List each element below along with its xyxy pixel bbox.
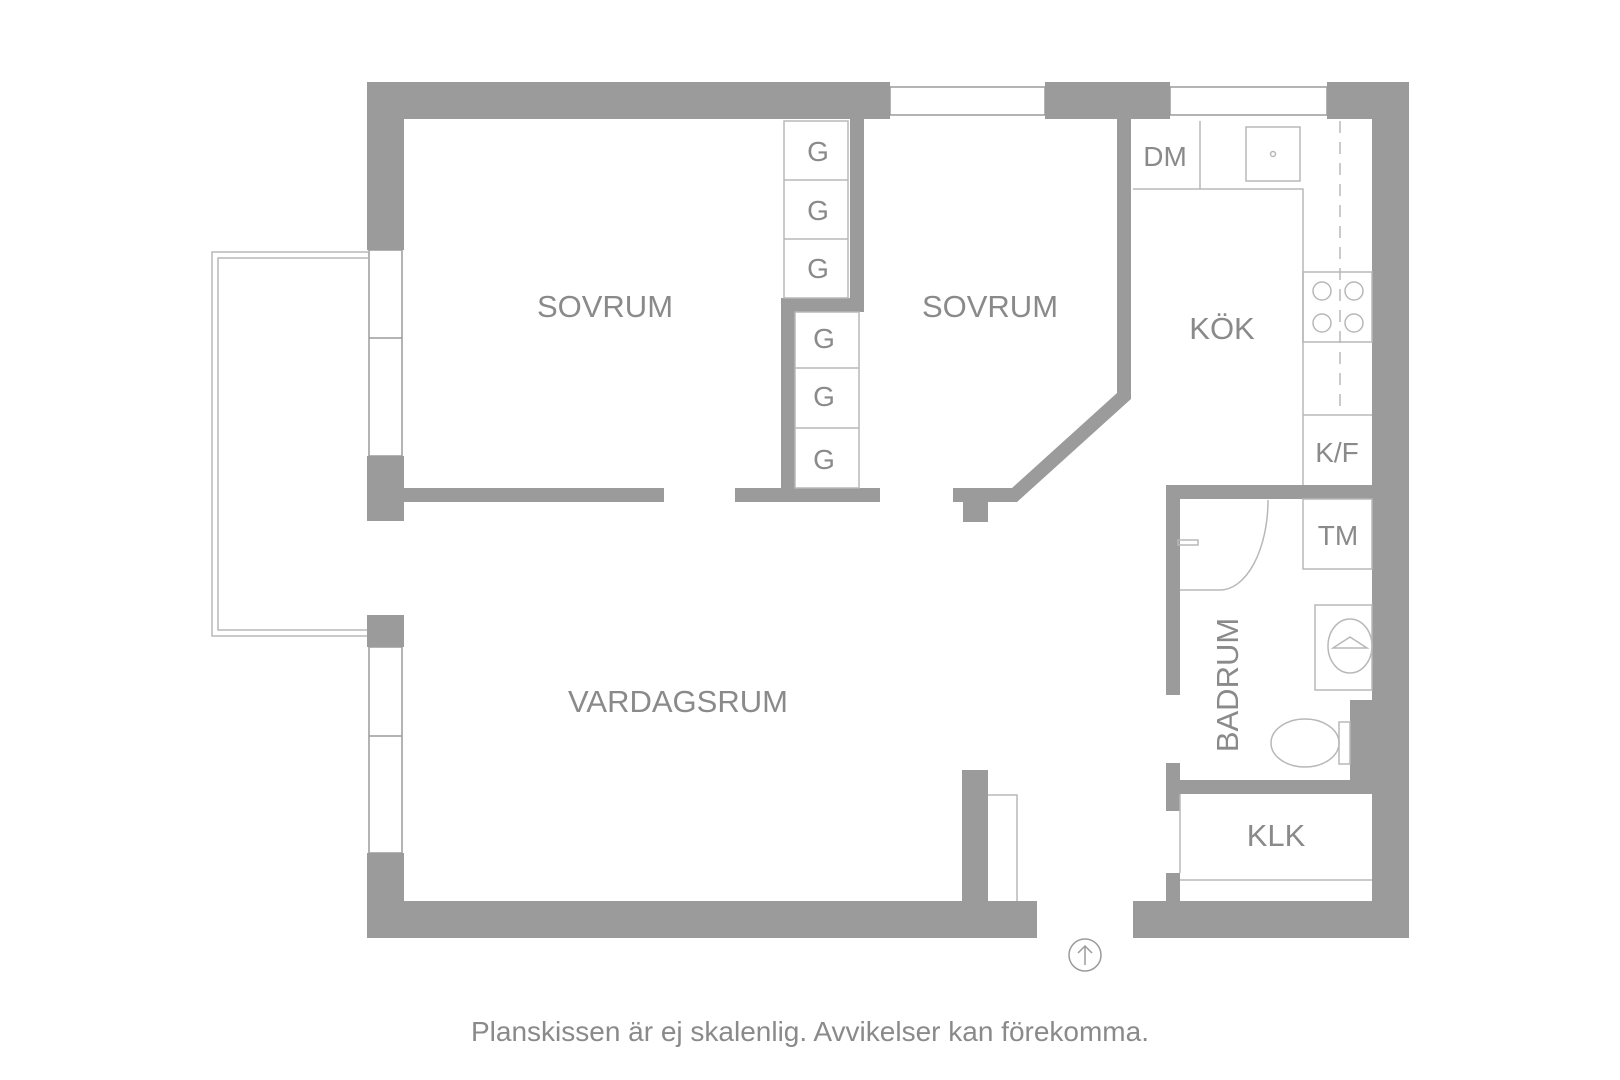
wardrobe-label: G xyxy=(813,323,835,354)
room-label-kitchen: KÖK xyxy=(1189,311,1255,346)
room-label-closet: KLK xyxy=(1247,818,1306,853)
dishwasher-label: DM xyxy=(1143,141,1187,172)
wardrobe-label: G xyxy=(813,444,835,475)
wardrobe-label: G xyxy=(807,253,829,284)
room-label-living-room: VARDAGSRUM xyxy=(568,684,788,719)
washing-machine-label: TM xyxy=(1318,520,1358,551)
wardrobe-label: G xyxy=(813,381,835,412)
disclaimer-text: Planskissen är ej skalenlig. Avvikelser … xyxy=(470,1016,1149,1047)
room-label-bedroom-left: SOVRUM xyxy=(537,289,673,324)
balcony xyxy=(211,251,368,637)
windows xyxy=(368,86,1328,854)
wardrobes xyxy=(783,120,860,489)
room-label-bathroom: BADRUM xyxy=(1210,618,1245,752)
north-arrow-icon xyxy=(1068,938,1102,972)
kitchen-fixtures xyxy=(1133,121,1373,485)
fridge-freezer-label: K/F xyxy=(1315,437,1359,468)
room-label-bedroom-right: SOVRUM xyxy=(922,289,1058,324)
wardrobe-label: G xyxy=(807,136,829,167)
bathroom-fixtures xyxy=(1177,498,1373,881)
walls xyxy=(367,82,1409,938)
wardrobe-label: G xyxy=(807,195,829,226)
entrance-door xyxy=(988,794,1018,901)
